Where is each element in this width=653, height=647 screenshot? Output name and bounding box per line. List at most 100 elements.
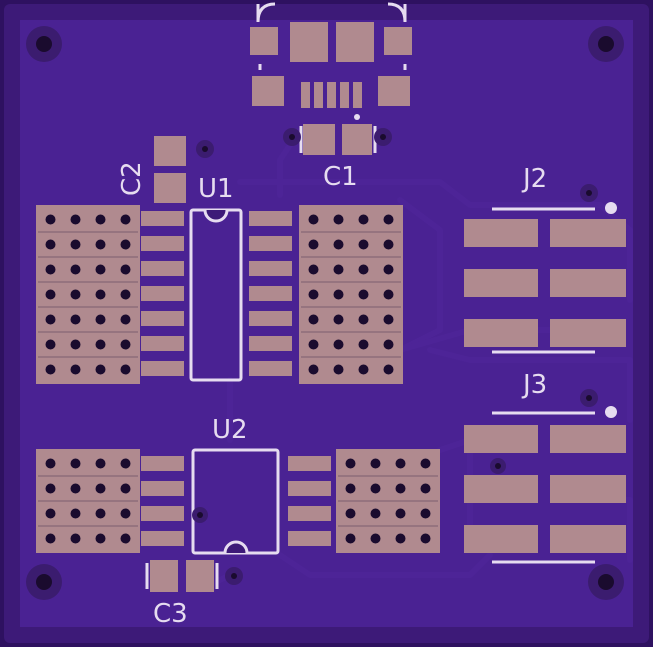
connector-j2: J2: [464, 164, 626, 354]
proto-hole: [70, 289, 81, 300]
proto-hole: [333, 364, 344, 375]
proto-hole: [308, 239, 319, 250]
proto-hole: [45, 339, 56, 350]
proto-hole: [370, 508, 381, 519]
proto-hole: [45, 214, 56, 225]
proto-hole: [395, 508, 406, 519]
proto-hole: [70, 508, 81, 519]
proto-hole: [45, 364, 56, 375]
proto-hole: [420, 533, 431, 544]
ic-pad: [141, 236, 184, 251]
proto-hole: [308, 289, 319, 300]
ic-pad: [141, 531, 184, 546]
proto-hole: [120, 508, 131, 519]
proto-hole: [95, 264, 106, 275]
proto-hole: [383, 289, 394, 300]
proto-hole: [95, 339, 106, 350]
proto-hole: [70, 364, 81, 375]
proto-hole: [358, 264, 369, 275]
proto-hole: [358, 239, 369, 250]
ic-pad: [249, 361, 292, 376]
proto-hole: [358, 289, 369, 300]
proto-hole: [95, 364, 106, 375]
proto-hole: [45, 314, 56, 325]
label-j2: J2: [521, 164, 547, 194]
capacitor-c2: C2: [117, 136, 214, 203]
proto-hole: [45, 264, 56, 275]
mounting-holes: [26, 26, 624, 600]
proto-hole: [395, 533, 406, 544]
ic-pad: [141, 311, 184, 326]
label-u1: U1: [198, 174, 234, 204]
ic-pad: [249, 261, 292, 276]
ic-pad: [249, 286, 292, 301]
ic-pad: [141, 261, 184, 276]
ic-pad: [288, 456, 331, 471]
proto-hole: [120, 339, 131, 350]
ic-pad: [141, 481, 184, 496]
label-c3: C3: [153, 599, 188, 629]
proto-hole: [45, 239, 56, 250]
proto-hole: [333, 339, 344, 350]
proto-hole: [345, 458, 356, 469]
proto-hole: [70, 458, 81, 469]
proto-hole: [70, 533, 81, 544]
proto-hole: [95, 533, 106, 544]
proto-hole: [358, 314, 369, 325]
ic-pad: [249, 336, 292, 351]
proto-hole: [333, 264, 344, 275]
ic-pad: [141, 211, 184, 226]
ic-u2: U2: [141, 415, 331, 555]
ic-pad: [288, 506, 331, 521]
ic-pad: [249, 236, 292, 251]
proto-hole: [120, 264, 131, 275]
proto-hole: [370, 533, 381, 544]
proto-grid: [36, 205, 140, 384]
proto-hole: [345, 533, 356, 544]
ic-pad: [141, 456, 184, 471]
proto-hole: [358, 214, 369, 225]
proto-hole: [45, 289, 56, 300]
proto-hole: [345, 483, 356, 494]
label-j3: J3: [521, 370, 547, 400]
proto-hole: [95, 289, 106, 300]
proto-hole: [70, 483, 81, 494]
proto-hole: [333, 289, 344, 300]
proto-hole: [420, 458, 431, 469]
proto-hole: [45, 458, 56, 469]
proto-hole: [70, 314, 81, 325]
proto-hole: [395, 458, 406, 469]
proto-hole: [383, 314, 394, 325]
proto-hole: [370, 483, 381, 494]
ic-pad: [141, 336, 184, 351]
proto-hole: [120, 364, 131, 375]
proto-grid: [299, 205, 403, 384]
proto-grid: [36, 449, 140, 553]
proto-hole: [95, 239, 106, 250]
proto-hole: [395, 483, 406, 494]
proto-hole: [383, 364, 394, 375]
ic-pad: [249, 311, 292, 326]
proto-hole: [383, 264, 394, 275]
ic-pad: [249, 211, 292, 226]
label-c1: C1: [323, 162, 358, 192]
capacitor-c1: C1: [283, 124, 392, 192]
proto-grid: [336, 449, 440, 553]
proto-hole: [308, 264, 319, 275]
ic-pad: [288, 481, 331, 496]
proto-hole: [345, 508, 356, 519]
proto-hole: [358, 364, 369, 375]
proto-hole: [70, 214, 81, 225]
ic-pad: [288, 531, 331, 546]
proto-hole: [95, 314, 106, 325]
proto-hole: [120, 214, 131, 225]
top-connector: [250, 2, 412, 120]
proto-hole: [358, 339, 369, 350]
proto-hole: [333, 239, 344, 250]
ic-pad: [141, 361, 184, 376]
proto-hole: [308, 339, 319, 350]
connector-j3: J3: [464, 370, 626, 564]
ic-u1: U1: [141, 174, 292, 382]
proto-hole: [333, 314, 344, 325]
proto-hole: [308, 214, 319, 225]
